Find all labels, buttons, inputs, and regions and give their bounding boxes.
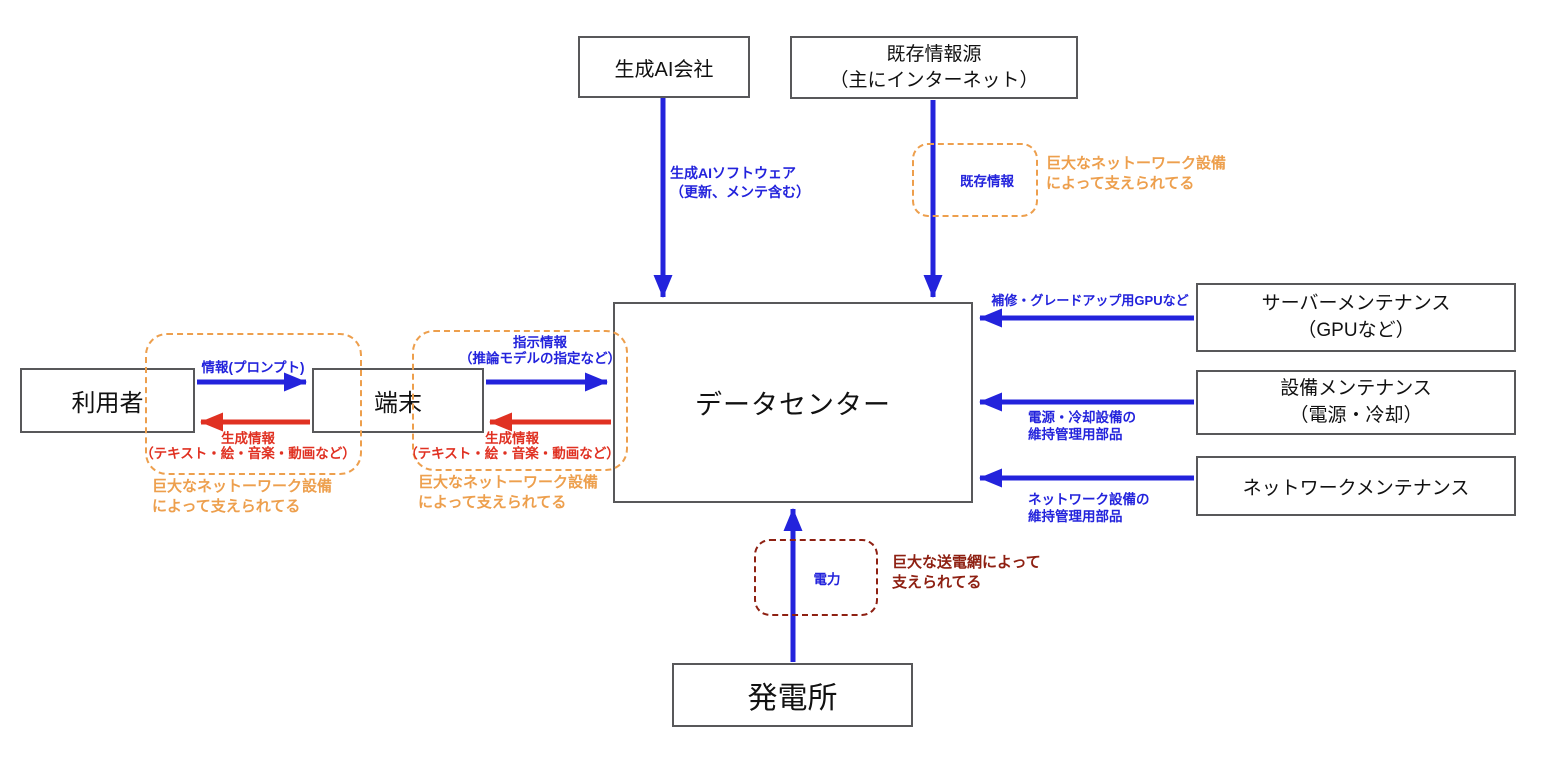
highlight-existing-info: 既存情報	[912, 143, 1038, 217]
node-user: 利用者	[20, 368, 195, 433]
label-gen-ai-software: 生成AIソフトウェア （更新、メンテ含む）	[670, 165, 810, 200]
node-network-maintenance-label: ネットワークメンテナンス	[1242, 477, 1470, 499]
node-existing-sources-line2: （主にインターネット）	[829, 69, 1039, 91]
node-server-maintenance: サーバーメンテナンス （GPUなど）	[1196, 283, 1516, 352]
highlight-electricity: 電力	[754, 539, 878, 616]
note-network-infra-top: 巨大なネットーワーク設備 によって支えられてる	[1046, 155, 1227, 192]
node-facility-maintenance-line1: 設備メンテナンス	[1280, 377, 1432, 399]
node-user-label: 利用者	[71, 390, 144, 417]
node-gen-ai-company-label: 生成AI会社	[614, 58, 714, 81]
label-generated-info-user: 生成情報 （テキスト・絵・音楽・動画など）	[140, 431, 356, 461]
node-gen-ai-company: 生成AI会社	[578, 36, 750, 98]
label-existing-info: 既存情報	[960, 174, 1014, 189]
loop-terminal-datacenter	[412, 330, 628, 471]
node-terminal-label: 端末	[374, 390, 422, 417]
note-network-infra-mid: 巨大なネットーワーク設備 によって支えられてる	[418, 474, 599, 511]
node-server-maintenance-line1: サーバーメンテナンス	[1261, 292, 1451, 314]
node-power-plant-label: 発電所	[747, 682, 838, 715]
node-terminal: 端末	[312, 368, 484, 433]
node-facility-maintenance-line2: （電源・冷却）	[1289, 404, 1423, 426]
node-server-maintenance-line2: （GPUなど）	[1297, 319, 1415, 341]
label-gpu-supply: 補修・グレードアップ用GPUなど	[991, 293, 1189, 308]
note-network-infra-left: 巨大なネットーワーク設備 によって支えられてる	[152, 478, 333, 515]
label-electricity: 電力	[813, 571, 841, 587]
node-facility-maintenance: 設備メンテナンス （電源・冷却）	[1196, 370, 1516, 435]
label-prompt-info: 情報(プロンプト)	[201, 360, 305, 375]
label-network-parts: ネットワーク設備の 維持管理用部品	[1028, 492, 1150, 524]
node-existing-sources: 既存情報源 （主にインターネット）	[790, 36, 1078, 99]
label-generated-info-terminal: 生成情報 （テキスト・絵・音楽・動画など）	[404, 431, 620, 461]
node-data-center: データセンター	[613, 302, 973, 503]
loop-user-terminal	[145, 333, 362, 475]
label-instruction-info: 指示情報 （推論モデルの指定など）	[459, 335, 621, 366]
label-power-cooling-parts: 電源・冷却設備の 維持管理用部品	[1028, 410, 1136, 442]
note-power-grid: 巨大な送電網によって 支えられてる	[892, 554, 1041, 591]
node-data-center-label: データセンター	[695, 390, 891, 420]
node-power-plant: 発電所	[672, 663, 913, 727]
node-existing-sources-line1: 既存情報源	[886, 43, 982, 65]
node-network-maintenance: ネットワークメンテナンス	[1196, 456, 1516, 516]
